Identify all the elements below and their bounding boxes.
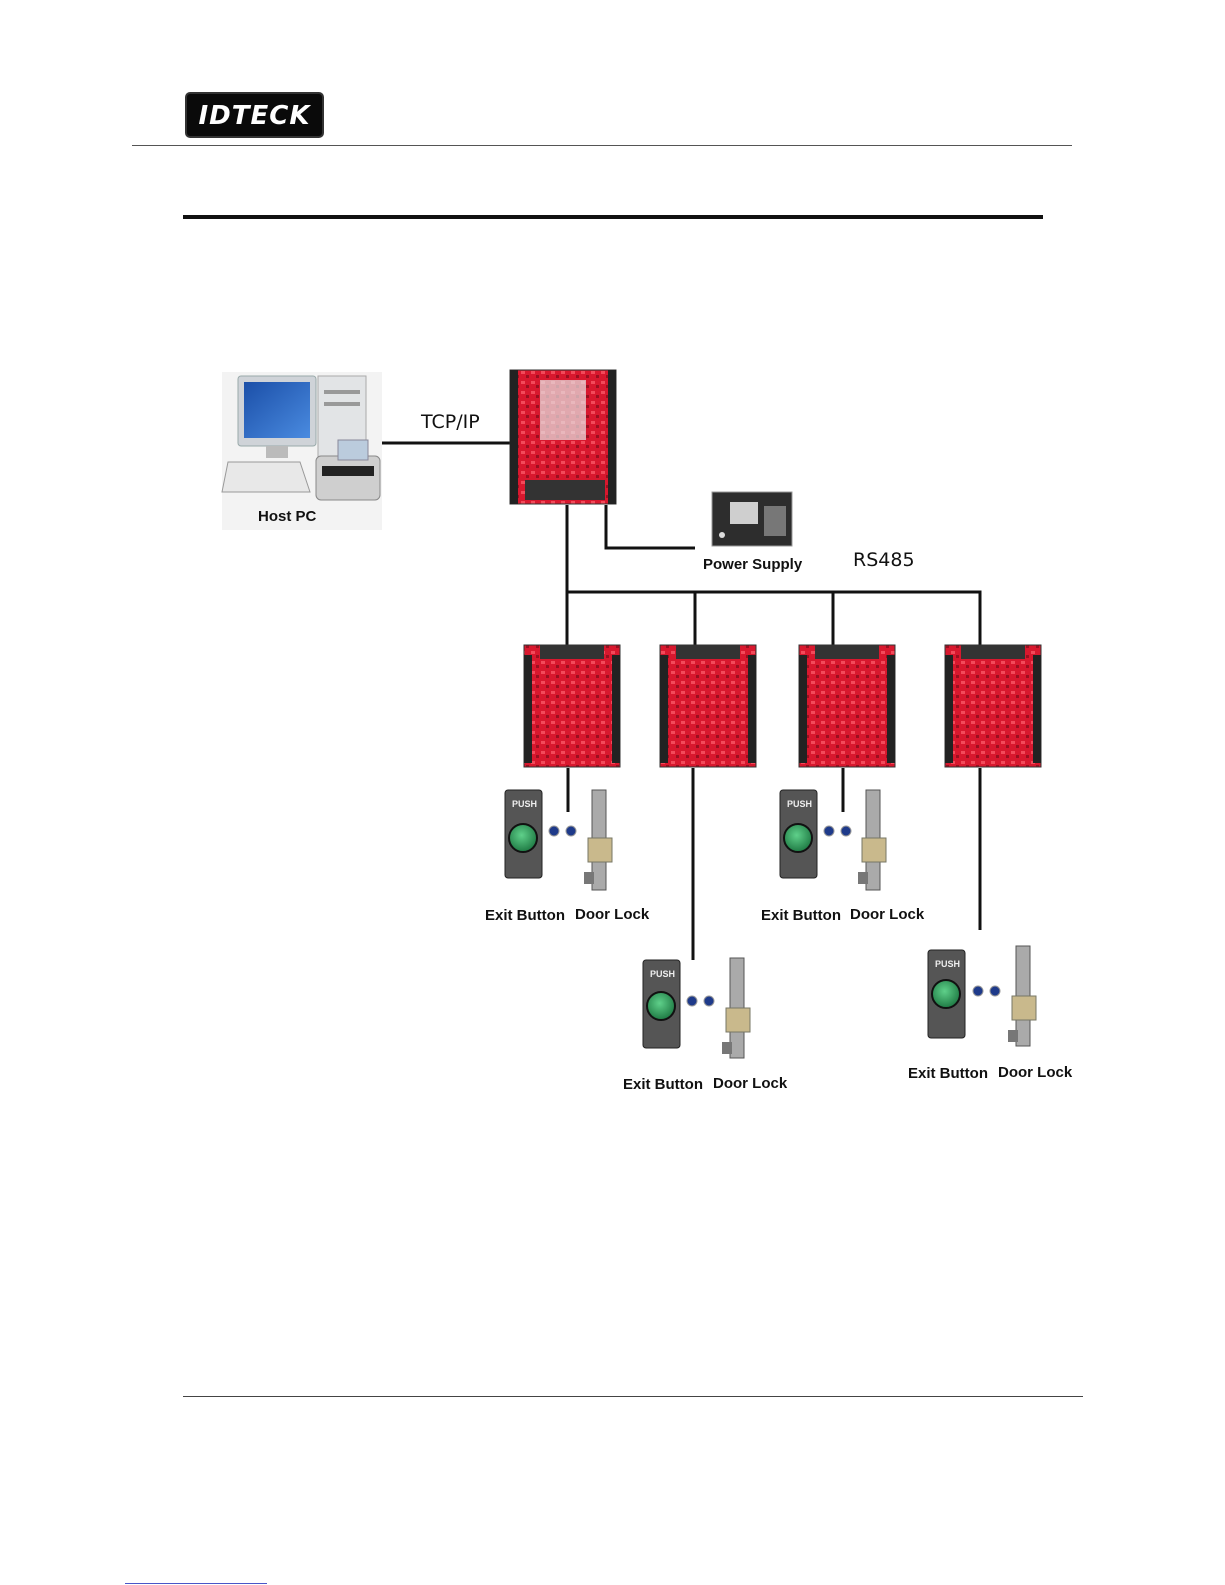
door-lock-icon-3 xyxy=(858,790,886,890)
power-line xyxy=(606,505,695,548)
sub-controller-2 xyxy=(660,645,756,767)
connector-dots-2 xyxy=(687,996,714,1006)
tcp-ip-label: TCP/IP xyxy=(421,411,480,433)
sub-controller-3 xyxy=(799,645,895,767)
sub-controller-4 xyxy=(945,645,1041,767)
push-label-3: PUSH xyxy=(787,799,812,809)
door-lock-icon-4 xyxy=(1008,946,1036,1046)
push-label-4: PUSH xyxy=(935,959,960,969)
connector-dots-4 xyxy=(973,986,1000,996)
power-supply-image xyxy=(712,492,792,546)
exit-button-label-2: Exit Button xyxy=(623,1076,703,1093)
rs485-bus xyxy=(567,592,980,645)
door-lock-label-3: Door Lock xyxy=(850,906,924,923)
power-supply-label: Power Supply xyxy=(703,556,802,573)
exit-button-label-1: Exit Button xyxy=(485,907,565,924)
exit-button-label-3: Exit Button xyxy=(761,907,841,924)
rs485-label: RS485 xyxy=(853,549,915,571)
connector-dots-3 xyxy=(824,826,851,836)
connector-dots-1 xyxy=(549,826,576,836)
door-lock-icon-1 xyxy=(584,790,612,890)
door-lock-label-2: Door Lock xyxy=(713,1075,787,1092)
door-lock-icon-2 xyxy=(722,958,750,1058)
door-lock-label-1: Door Lock xyxy=(575,906,649,923)
door-lock-label-4: Door Lock xyxy=(998,1064,1072,1081)
sub-controller-1 xyxy=(524,645,620,767)
exit-button-label-4: Exit Button xyxy=(908,1065,988,1082)
push-label-2: PUSH xyxy=(650,969,675,979)
host-pc-label: Host PC xyxy=(258,508,316,525)
push-label-1: PUSH xyxy=(512,799,537,809)
main-controller-board xyxy=(510,370,616,504)
host-pc-image xyxy=(222,372,382,530)
